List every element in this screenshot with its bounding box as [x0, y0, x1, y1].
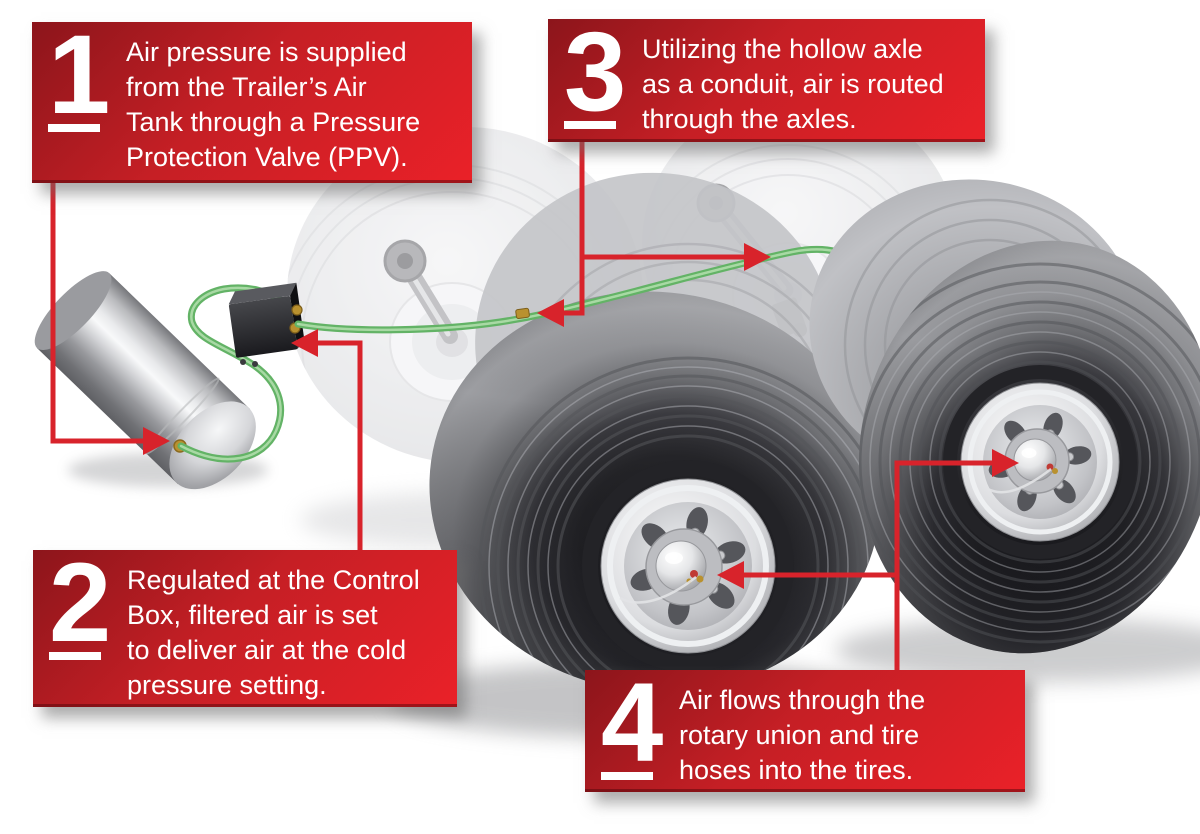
step-4-text: Air flows through the rotary union and t… [679, 685, 926, 785]
rotary-union-fitting-brass-left [696, 575, 704, 583]
connector-line-step-3 [560, 136, 585, 316]
rotary-union-left [655, 540, 707, 592]
step-4-underline [601, 772, 653, 780]
step-3-text: Utilizing the hollow axle as a conduit, … [642, 34, 944, 134]
callout-arrowheads [143, 243, 1019, 589]
step-2-underline [49, 652, 101, 660]
arrowhead-hub-right [992, 449, 1019, 477]
arrowhead-tank [143, 427, 170, 455]
arrowhead-hub-left [717, 561, 744, 589]
step-2-text: Regulated at the Control Box, filtered a… [127, 565, 420, 700]
step-1-text: Air pressure is supplied from the Traile… [126, 37, 421, 172]
step-4-callout: 4 Air flows through the rotary union and… [585, 660, 1025, 792]
tire-hose-left [619, 576, 697, 604]
step-3-underline [564, 121, 616, 129]
air-line-tank-to-control-box [177, 284, 294, 463]
step-2-callout: 2 Regulated at the Control Box, filtered… [33, 540, 457, 707]
axle-air-fitting [515, 307, 530, 320]
rotary-union-fitting-red-left [690, 570, 698, 578]
connector-line-step-2 [314, 340, 363, 556]
callout-connector-lines [50, 136, 994, 676]
step-1-callout: 1 Air pressure is supplied from the Trai… [32, 12, 472, 183]
arrowhead-axle-left [537, 299, 564, 327]
step-3-number: 3 [564, 9, 626, 134]
rotary-union-fitting-red-right [1046, 463, 1054, 471]
step-4-number-column: 4 [601, 660, 665, 785]
wheel-assembly-front-right [809, 179, 1200, 662]
step-2-number: 2 [49, 540, 111, 665]
tire-hose-right [987, 468, 1052, 494]
step-2-number-column: 2 [49, 540, 113, 665]
connector-line-step-4 [894, 460, 994, 676]
arrowhead-axle-right [744, 243, 771, 271]
step-1-underline [48, 124, 100, 132]
connector-line-step-1 [50, 178, 146, 444]
step-1-number: 1 [48, 12, 110, 137]
step-4-number: 4 [601, 660, 663, 785]
rotary-union-fitting-brass-right [1052, 468, 1058, 474]
step-3-number-column: 3 [564, 9, 628, 134]
step-1-number-column: 1 [48, 12, 112, 137]
step-3-callout: 3 Utilizing the hollow axle as a conduit… [548, 9, 985, 142]
control-box-fitting-top [291, 304, 303, 316]
rotary-union-right [1013, 438, 1057, 482]
arrowhead-control-box [291, 329, 318, 357]
control-box [228, 282, 304, 367]
air-line-axle-run [294, 245, 862, 334]
